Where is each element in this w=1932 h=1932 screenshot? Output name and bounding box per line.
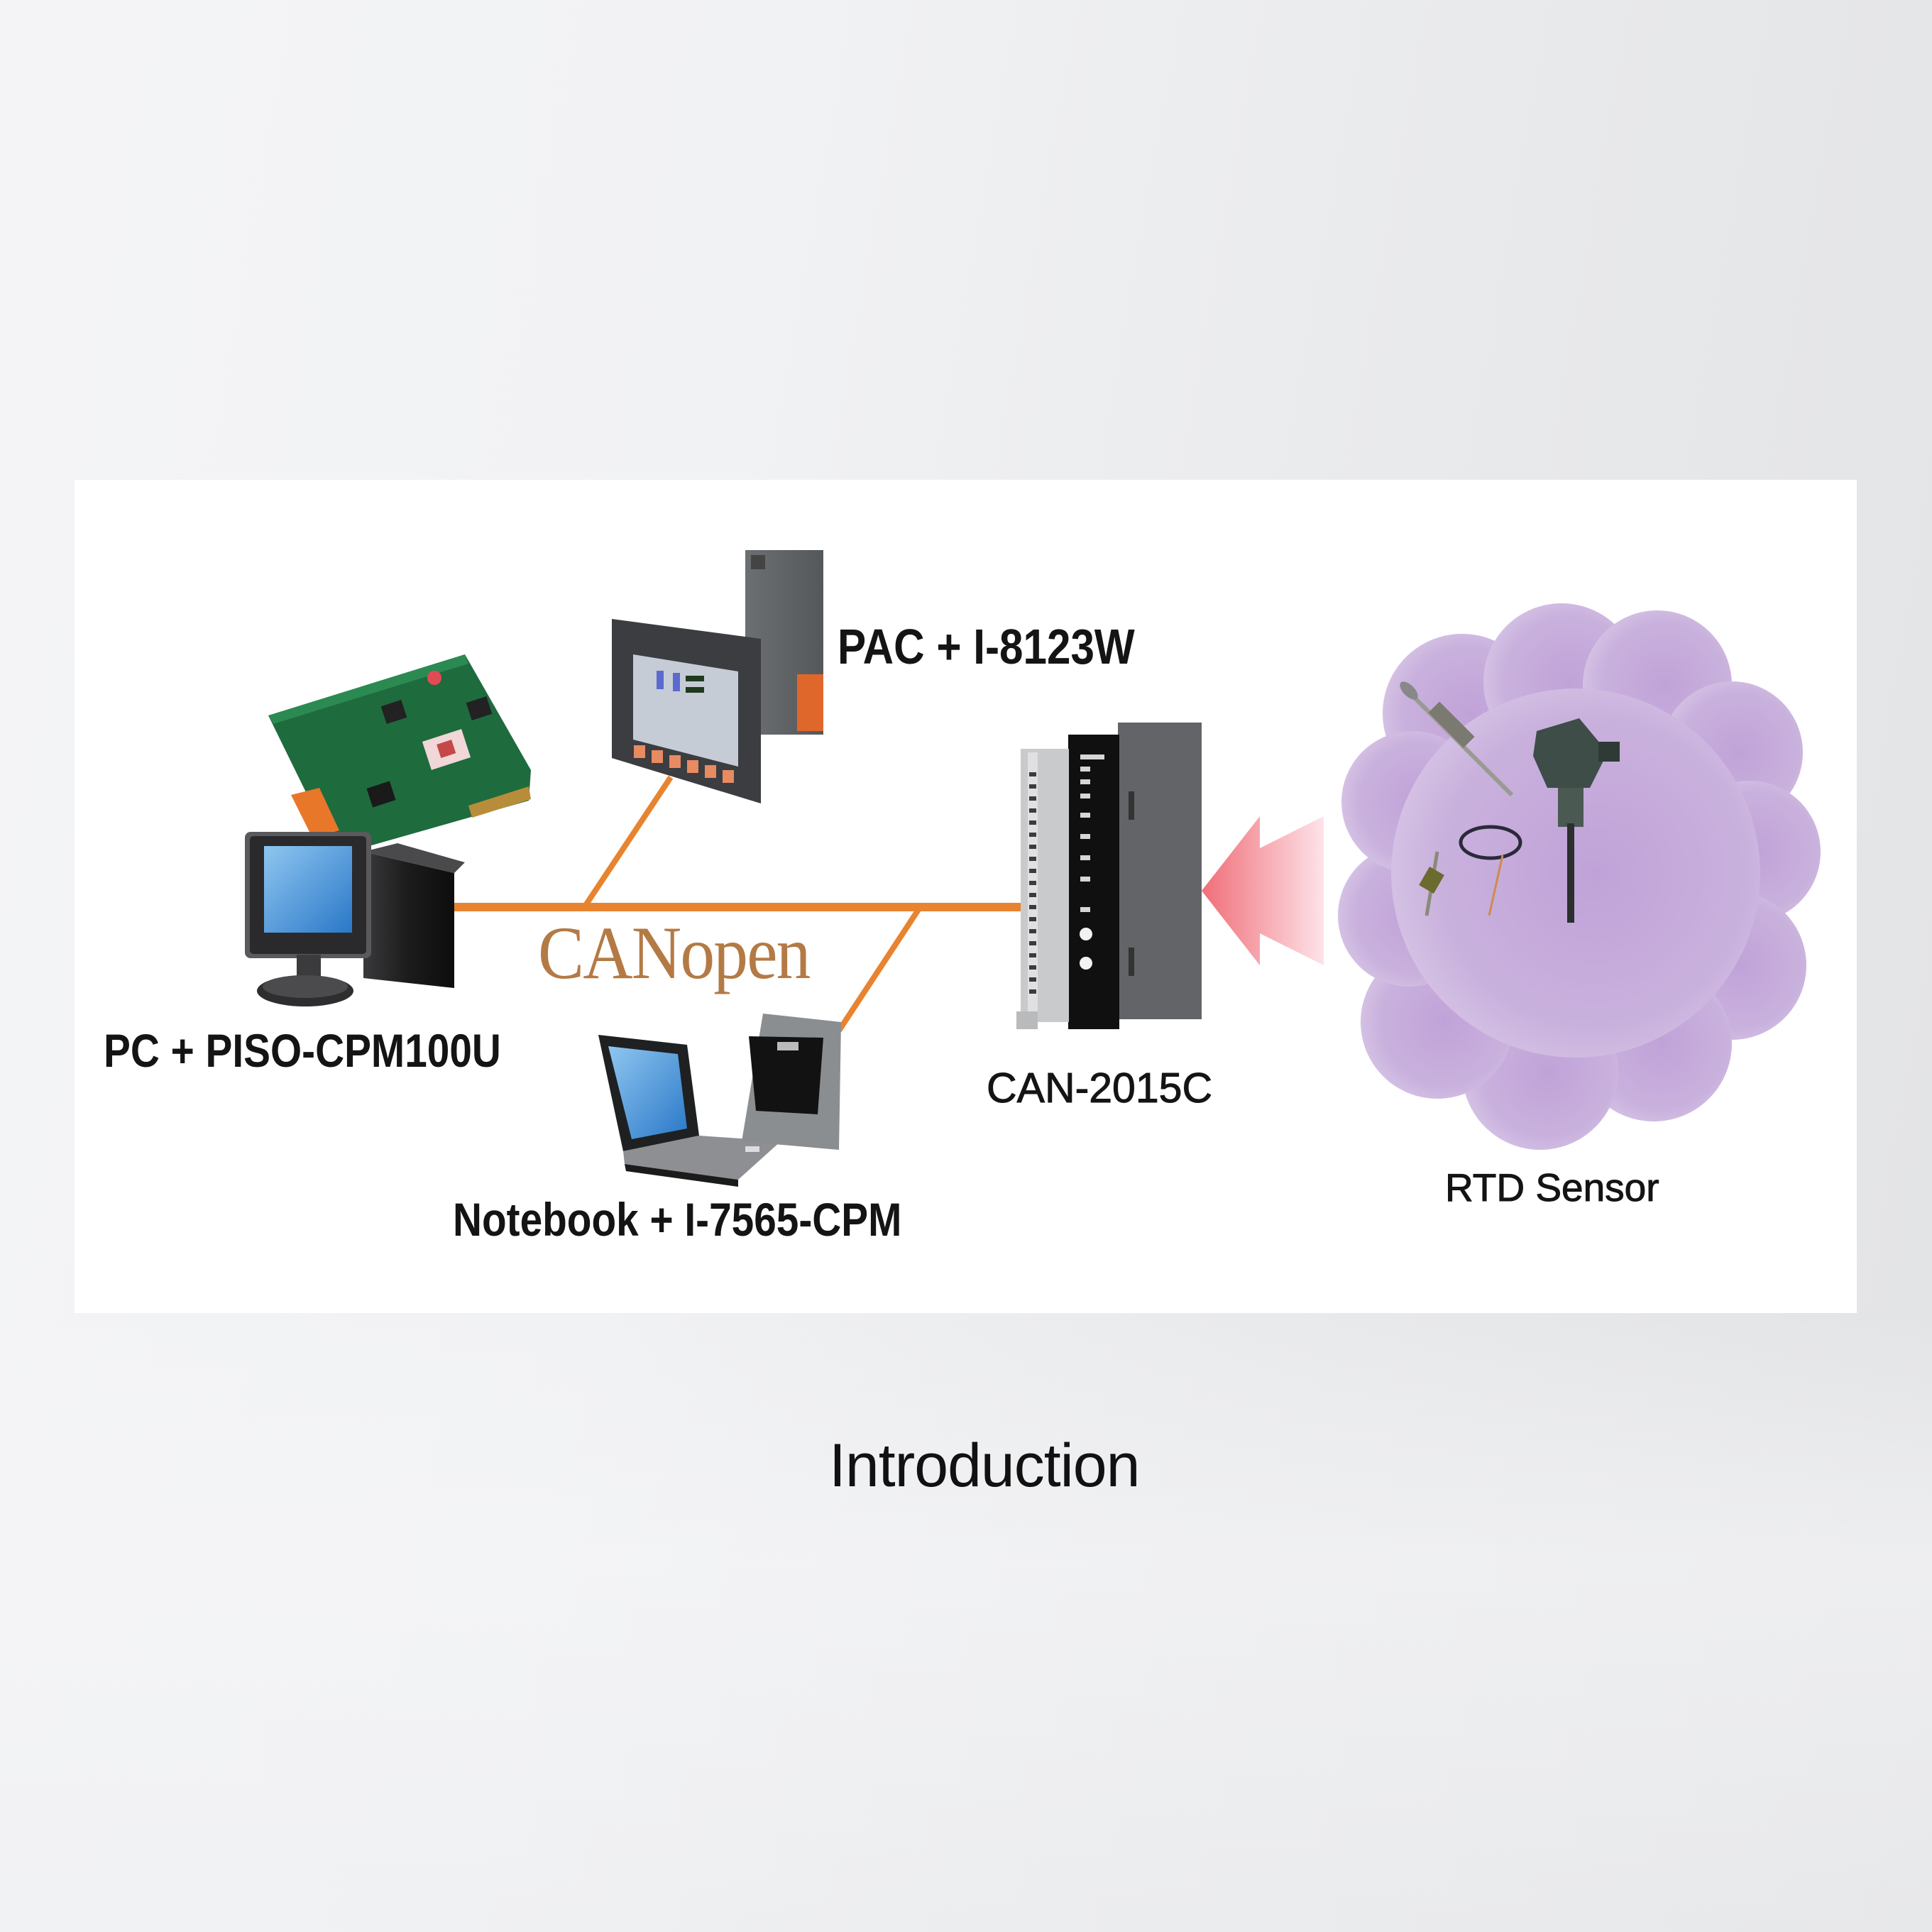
desktop-pc-icon <box>245 832 465 1006</box>
node-label-pac: PAC + I-8123W <box>838 619 1135 674</box>
can-2015c-module-icon <box>1016 723 1202 1029</box>
node-label-can-2015c: CAN-2015C <box>986 1065 1213 1112</box>
usb-can-converter-icon <box>742 1014 841 1150</box>
pci-card-icon <box>268 654 531 846</box>
node-label-pc: PC + PISO-CPM100U <box>104 1024 501 1077</box>
canopen-bus-label: CANopen <box>538 911 811 994</box>
rtd-probe-diagonal-icon <box>1400 681 1514 797</box>
node-label-notebook: Notebook + I-7565-CPM <box>453 1193 902 1246</box>
sensor-cloud <box>1338 603 1821 1150</box>
input-arrow-icon <box>1202 816 1324 965</box>
pac-device-icon <box>612 550 823 803</box>
node-label-rtd-sensor: RTD Sensor <box>1445 1165 1660 1210</box>
rtd-head-probe-icon <box>1533 718 1620 923</box>
canopen-bus <box>451 775 1022 1033</box>
background-sheen <box>0 1313 1932 1932</box>
rtd-cable-probe-icon <box>1419 825 1522 916</box>
laptop-icon <box>598 1035 781 1187</box>
caption-introduction: Introduction <box>829 1432 1140 1500</box>
